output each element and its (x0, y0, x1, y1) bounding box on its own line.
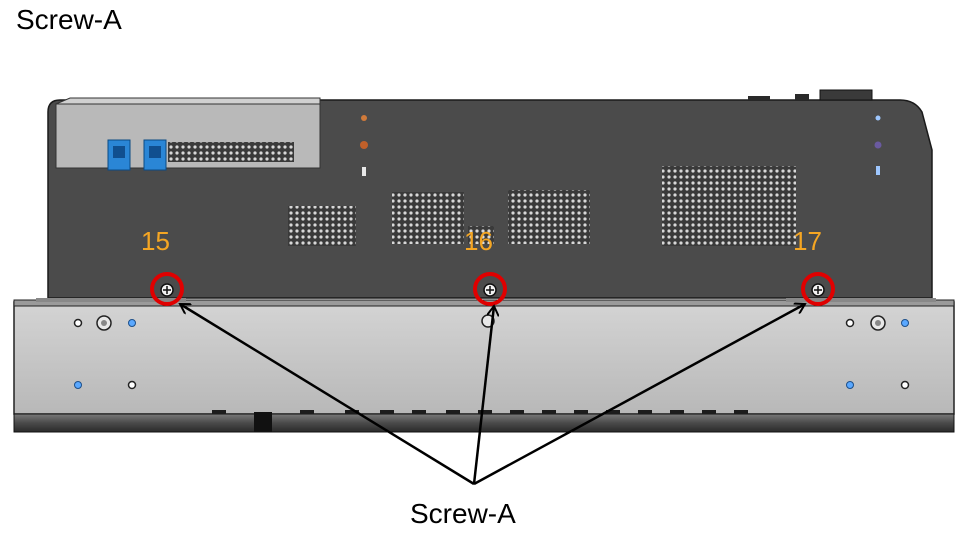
panel-holes (73, 314, 910, 390)
screw-16 (473, 272, 507, 306)
screw-number-16: 16 (464, 226, 493, 256)
base-strip (13, 410, 955, 433)
diagram-title: Screw-A (16, 4, 122, 35)
screw-number-15: 15 (141, 226, 170, 256)
chassis-back (47, 89, 933, 299)
blue-connectors (107, 139, 294, 171)
vent-grilles (288, 166, 796, 246)
arrow-to-screw-16 (472, 306, 494, 485)
screw-17 (801, 272, 835, 306)
arrow-to-screw-17 (473, 304, 805, 486)
arrow-to-screw-15 (180, 302, 475, 486)
screw-number-17: 17 (793, 226, 822, 256)
screw-15 (150, 272, 184, 306)
callout-arrows (180, 302, 805, 486)
callout-label: Screw-A (410, 498, 516, 529)
indicator-dots (360, 115, 882, 176)
